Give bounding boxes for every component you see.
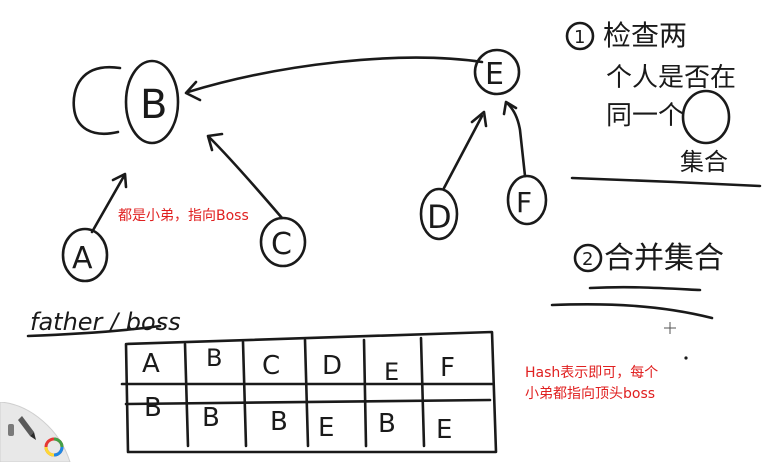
step2-underline-1 [588, 285, 702, 292]
bracket-stroke [72, 65, 122, 135]
table-header-cell: F [440, 353, 455, 383]
table-header-cell: C [262, 351, 280, 381]
separator-line-1 [570, 176, 762, 188]
color-wheel-icon[interactable] [44, 437, 64, 457]
node-b-circle [124, 59, 180, 145]
tree-annotation: 都是小弟，指向Boss [118, 206, 249, 227]
table-header-cell: D [322, 351, 342, 381]
pen-icon[interactable] [8, 416, 36, 440]
step2-text: 合并集合 [604, 241, 724, 276]
arrow-f-to-e-head [502, 100, 518, 116]
arrow-c-to-b [208, 136, 284, 220]
node-b-label: B [140, 82, 167, 128]
step1-line-4: 集合 [680, 148, 728, 176]
table-value-cell: E [318, 413, 334, 443]
node-e-circle [473, 48, 521, 96]
table-value-cell: B [378, 409, 396, 439]
node-d-circle [419, 187, 459, 241]
table-col-divider-1 [183, 342, 190, 448]
table-outer-frame [124, 330, 498, 454]
hash-annotation: Hash表示即可，每个 小弟都指向顶头boss [525, 363, 658, 405]
arrow-f-to-e [506, 102, 527, 178]
step1-line-1: 检查两 [603, 19, 687, 52]
node-f-label: F [516, 186, 532, 219]
table-header-cell: E [384, 358, 399, 386]
table-col-divider-4 [362, 338, 368, 448]
node-a-circle [61, 227, 109, 283]
table-title: father / boss [30, 308, 181, 336]
step1-line-2: 个人是否在 [606, 63, 736, 93]
hash-annotation-line-1: Hash表示即可，每个 [525, 365, 659, 381]
table-header-cell: A [142, 349, 160, 379]
tree-annotation-text: 都是小弟，指向Boss [118, 208, 249, 224]
table-value-cell: E [436, 415, 452, 445]
stray-dot [684, 356, 688, 360]
table-value-cell: B [202, 403, 220, 433]
drawing-toolbar [0, 402, 71, 462]
step2-number-circle [573, 243, 603, 273]
table-title-underline [26, 324, 162, 338]
arrow-d-to-e [442, 114, 484, 190]
step1-line-3: 同一个 [606, 101, 684, 131]
cursor-crosshair-icon [664, 322, 676, 334]
step2-number: 2 [582, 249, 593, 270]
arrow-c-to-b-head [206, 132, 224, 152]
arrow-a-to-b-head [111, 172, 128, 189]
table-col-divider-3 [303, 338, 310, 448]
table-value-cell: B [144, 393, 162, 423]
node-e-label: E [485, 57, 504, 92]
node-f-circle [506, 174, 548, 226]
step1-number: 1 [574, 27, 585, 48]
step1-highlight-circle [681, 89, 731, 145]
step2-underline-2 [550, 303, 714, 320]
table-col-divider-2 [241, 340, 248, 448]
table-header-cell: B [206, 344, 222, 372]
node-a-label: A [72, 241, 93, 276]
arrow-d-to-e-head [470, 110, 488, 128]
hash-annotation-line-2: 小弟都指向顶头boss [525, 386, 656, 402]
step1-number-circle [565, 21, 595, 51]
arrow-a-to-b [90, 174, 126, 234]
arrow-e-to-b [186, 56, 484, 94]
node-c-label: C [271, 227, 292, 262]
arrow-e-to-b-head [184, 80, 202, 102]
table-col-divider-5 [419, 336, 426, 448]
node-d-label: D [427, 198, 452, 236]
table-value-cell: B [270, 407, 288, 437]
